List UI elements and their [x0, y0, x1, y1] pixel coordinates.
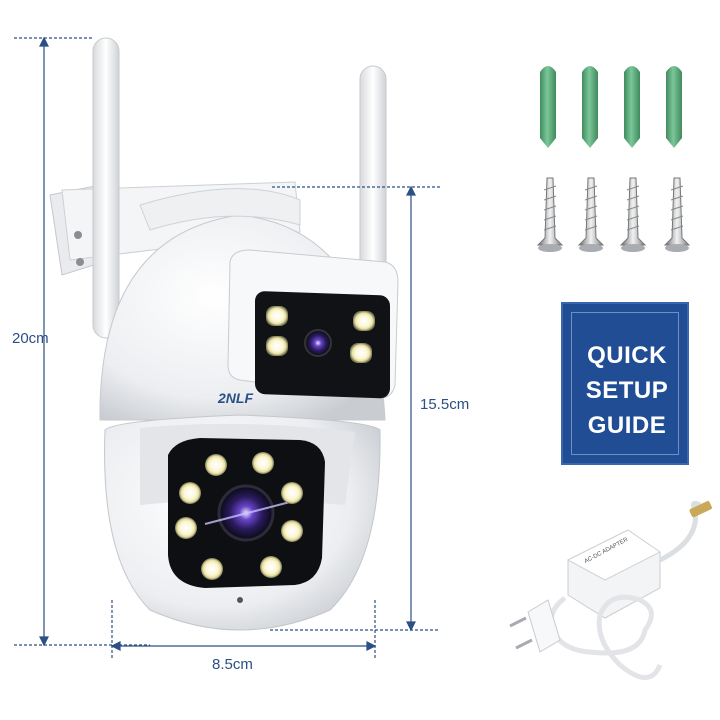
screws [536, 177, 691, 252]
quick-setup-guide: QUICK SETUP GUIDE [561, 302, 689, 465]
wall-anchor [582, 66, 598, 148]
wall-anchor [624, 66, 640, 148]
screw [536, 177, 564, 252]
width-label: 8.5cm [212, 656, 253, 673]
main-lens-module [168, 438, 325, 603]
wall-anchors [540, 66, 682, 148]
height-total-label: 20cm [12, 330, 49, 347]
screw [619, 177, 647, 252]
top-lens-module [227, 249, 399, 399]
wall-anchor [540, 66, 556, 148]
wall-anchor [666, 66, 682, 148]
brand-text: 2NLF [218, 390, 253, 406]
screw [577, 177, 605, 252]
screw [663, 177, 691, 252]
guide-line-3: GUIDE [587, 412, 667, 439]
power-adapter [509, 500, 712, 680]
dimension-lines [14, 36, 440, 660]
height-body-label: 15.5cm [420, 396, 470, 413]
guide-line-1: QUICK [587, 342, 667, 369]
antenna-left [92, 37, 120, 339]
guide-line-2: SETUP [585, 377, 669, 404]
